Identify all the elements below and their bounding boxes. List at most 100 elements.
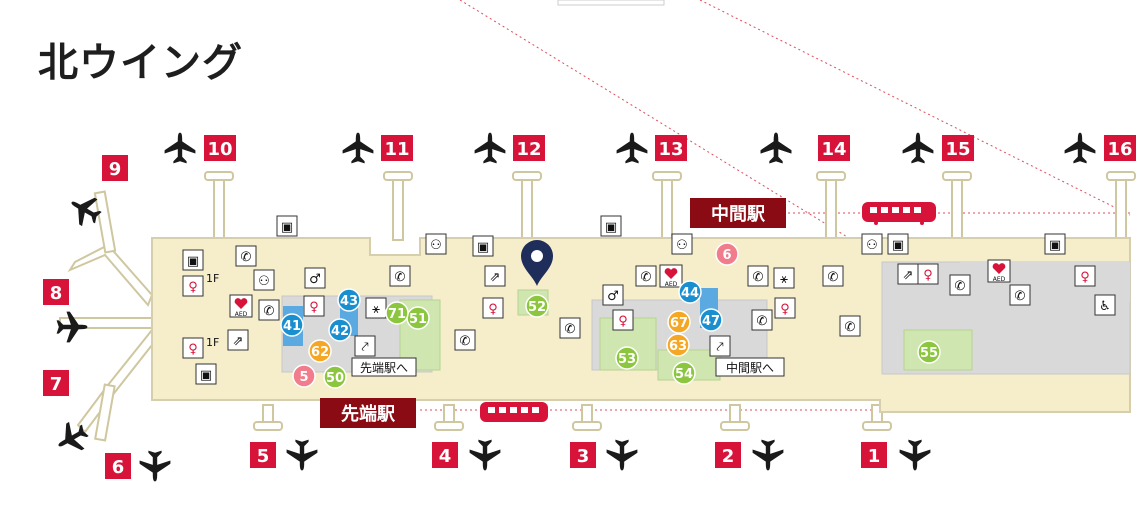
gate-number: 2 <box>722 446 735 467</box>
gate-9[interactable]: 9 <box>64 155 128 231</box>
svg-text:♀: ♀ <box>188 342 198 357</box>
gate-number: 12 <box>516 139 541 160</box>
shop-marker-41[interactable]: 41 <box>280 313 304 337</box>
gate-number: 15 <box>945 139 970 160</box>
gate-13[interactable]: 13 <box>616 132 687 164</box>
svg-text:✆: ✆ <box>641 270 652 285</box>
shop-marker-43[interactable]: 43 <box>337 288 361 312</box>
shop-number: 53 <box>618 352 636 367</box>
shop-marker-50[interactable]: 50 <box>323 365 347 389</box>
gate-11[interactable]: 11 <box>342 132 413 164</box>
gate-number: 16 <box>1107 139 1132 160</box>
gate-number: 11 <box>384 139 409 160</box>
gate-12[interactable]: 12 <box>474 132 545 164</box>
svg-text:⇗: ⇗ <box>903 268 914 283</box>
airplane-icon <box>342 132 374 164</box>
svg-text:▣: ▣ <box>1049 238 1061 253</box>
gate-16[interactable]: 16 <box>1064 132 1136 164</box>
phone-icon: ✆ <box>747 265 769 287</box>
svg-text:✆: ✆ <box>565 322 576 337</box>
svg-text:♀: ♀ <box>780 302 790 317</box>
aed-icon: AED <box>659 264 683 288</box>
svg-text:✆: ✆ <box>828 270 839 285</box>
shop-marker-6[interactable]: 6 <box>715 242 739 266</box>
gate-8[interactable]: 8 <box>43 279 88 343</box>
gate-2[interactable]: 2 <box>715 439 784 471</box>
page-title: 北ウイング <box>38 40 243 86</box>
gate-6[interactable]: 6 <box>105 450 171 482</box>
gate-15[interactable]: 15 <box>902 132 974 164</box>
phone-icon: ✆ <box>751 309 773 331</box>
svg-text:♂: ♂ <box>309 272 321 287</box>
shop-number: 71 <box>388 307 406 322</box>
shop-marker-55[interactable]: 55 <box>917 340 941 364</box>
shop-marker-63[interactable]: 63 <box>666 333 690 357</box>
gate-3[interactable]: 3 <box>570 439 638 471</box>
shop-marker-54[interactable]: 54 <box>672 361 696 385</box>
shop-marker-52[interactable]: 52 <box>525 294 549 318</box>
svg-text:✆: ✆ <box>955 279 966 294</box>
shop-marker-44[interactable]: 44 <box>678 280 702 304</box>
airplane-icon <box>474 132 506 164</box>
airplane-icon <box>56 311 88 343</box>
shop-marker-67[interactable]: 67 <box>667 310 691 334</box>
phone-icon: ✆ <box>822 265 844 287</box>
train-icon <box>862 202 936 225</box>
gate-number: 14 <box>821 139 846 160</box>
gate-number: 13 <box>658 139 683 160</box>
gate-number: 5 <box>257 446 270 467</box>
restroom-icon: ♀ <box>774 297 796 319</box>
shop-marker-62[interactable]: 62 <box>308 339 332 363</box>
phone-icon: ✆ <box>454 329 476 351</box>
shops-layer: 41 42 43 44 47 50 51 52 53 54 55 71 62 63 67 5 6 <box>280 242 941 389</box>
phone-icon: ✆ <box>258 299 280 321</box>
airplane-icon <box>139 450 171 482</box>
svg-text:⚇: ⚇ <box>430 238 442 253</box>
restroom-icon: ♀ <box>303 295 325 317</box>
station-sentan[interactable]: 先端駅 <box>320 398 416 428</box>
gate-7[interactable]: 7 <box>43 370 93 459</box>
svg-text:✆: ✆ <box>845 320 856 335</box>
phone-icon: ✆ <box>839 315 861 337</box>
floor-label: 1F <box>206 272 219 285</box>
svg-text:✆: ✆ <box>395 270 406 285</box>
shop-marker-5[interactable]: 5 <box>292 364 316 388</box>
gate-1[interactable]: 1 <box>861 439 931 471</box>
tv-icon: ▣ <box>887 233 909 255</box>
aed-label: AED <box>665 281 678 288</box>
gate-4[interactable]: 4 <box>432 439 501 471</box>
header-fragment <box>557 0 665 6</box>
shop-marker-53[interactable]: 53 <box>615 346 639 370</box>
airplane-icon <box>71 197 102 227</box>
floor-label: 1F <box>206 336 219 349</box>
tv-icon: ▣ <box>1044 233 1066 255</box>
info-icon: ♂ <box>304 267 326 289</box>
shop-marker-71[interactable]: 71 <box>385 301 409 325</box>
location-pin-icon[interactable] <box>521 240 553 286</box>
aed-icon: AED <box>229 294 253 318</box>
info-icon: ⇗ <box>227 329 249 351</box>
gate-5[interactable]: 5 <box>250 439 318 471</box>
station-chukan[interactable]: 中間駅 <box>690 198 786 228</box>
svg-text:♀: ♀ <box>1080 270 1090 285</box>
phone-icon: ✆ <box>635 265 657 287</box>
gate-10[interactable]: 10 <box>164 132 236 164</box>
airplane-icon <box>469 439 501 471</box>
escalator-icon: ⤤ <box>354 335 376 357</box>
shop-marker-51[interactable]: 51 <box>406 306 430 330</box>
tv-icon: ▣ <box>195 363 217 385</box>
airplane-icon <box>760 132 792 164</box>
svg-text:♀: ♀ <box>488 302 498 317</box>
shop-number: 51 <box>409 312 427 327</box>
shop-number: 5 <box>299 370 308 385</box>
gate-number: 4 <box>439 446 452 467</box>
aed-label: AED <box>993 276 1006 283</box>
svg-text:♀: ♀ <box>923 268 933 283</box>
shop-number: 63 <box>669 339 687 354</box>
shop-marker-47[interactable]: 47 <box>699 308 723 332</box>
shop-marker-42[interactable]: 42 <box>328 318 352 342</box>
shop-number: 67 <box>670 316 688 331</box>
svg-text:✆: ✆ <box>264 304 275 319</box>
phone-icon: ✆ <box>1009 284 1031 306</box>
